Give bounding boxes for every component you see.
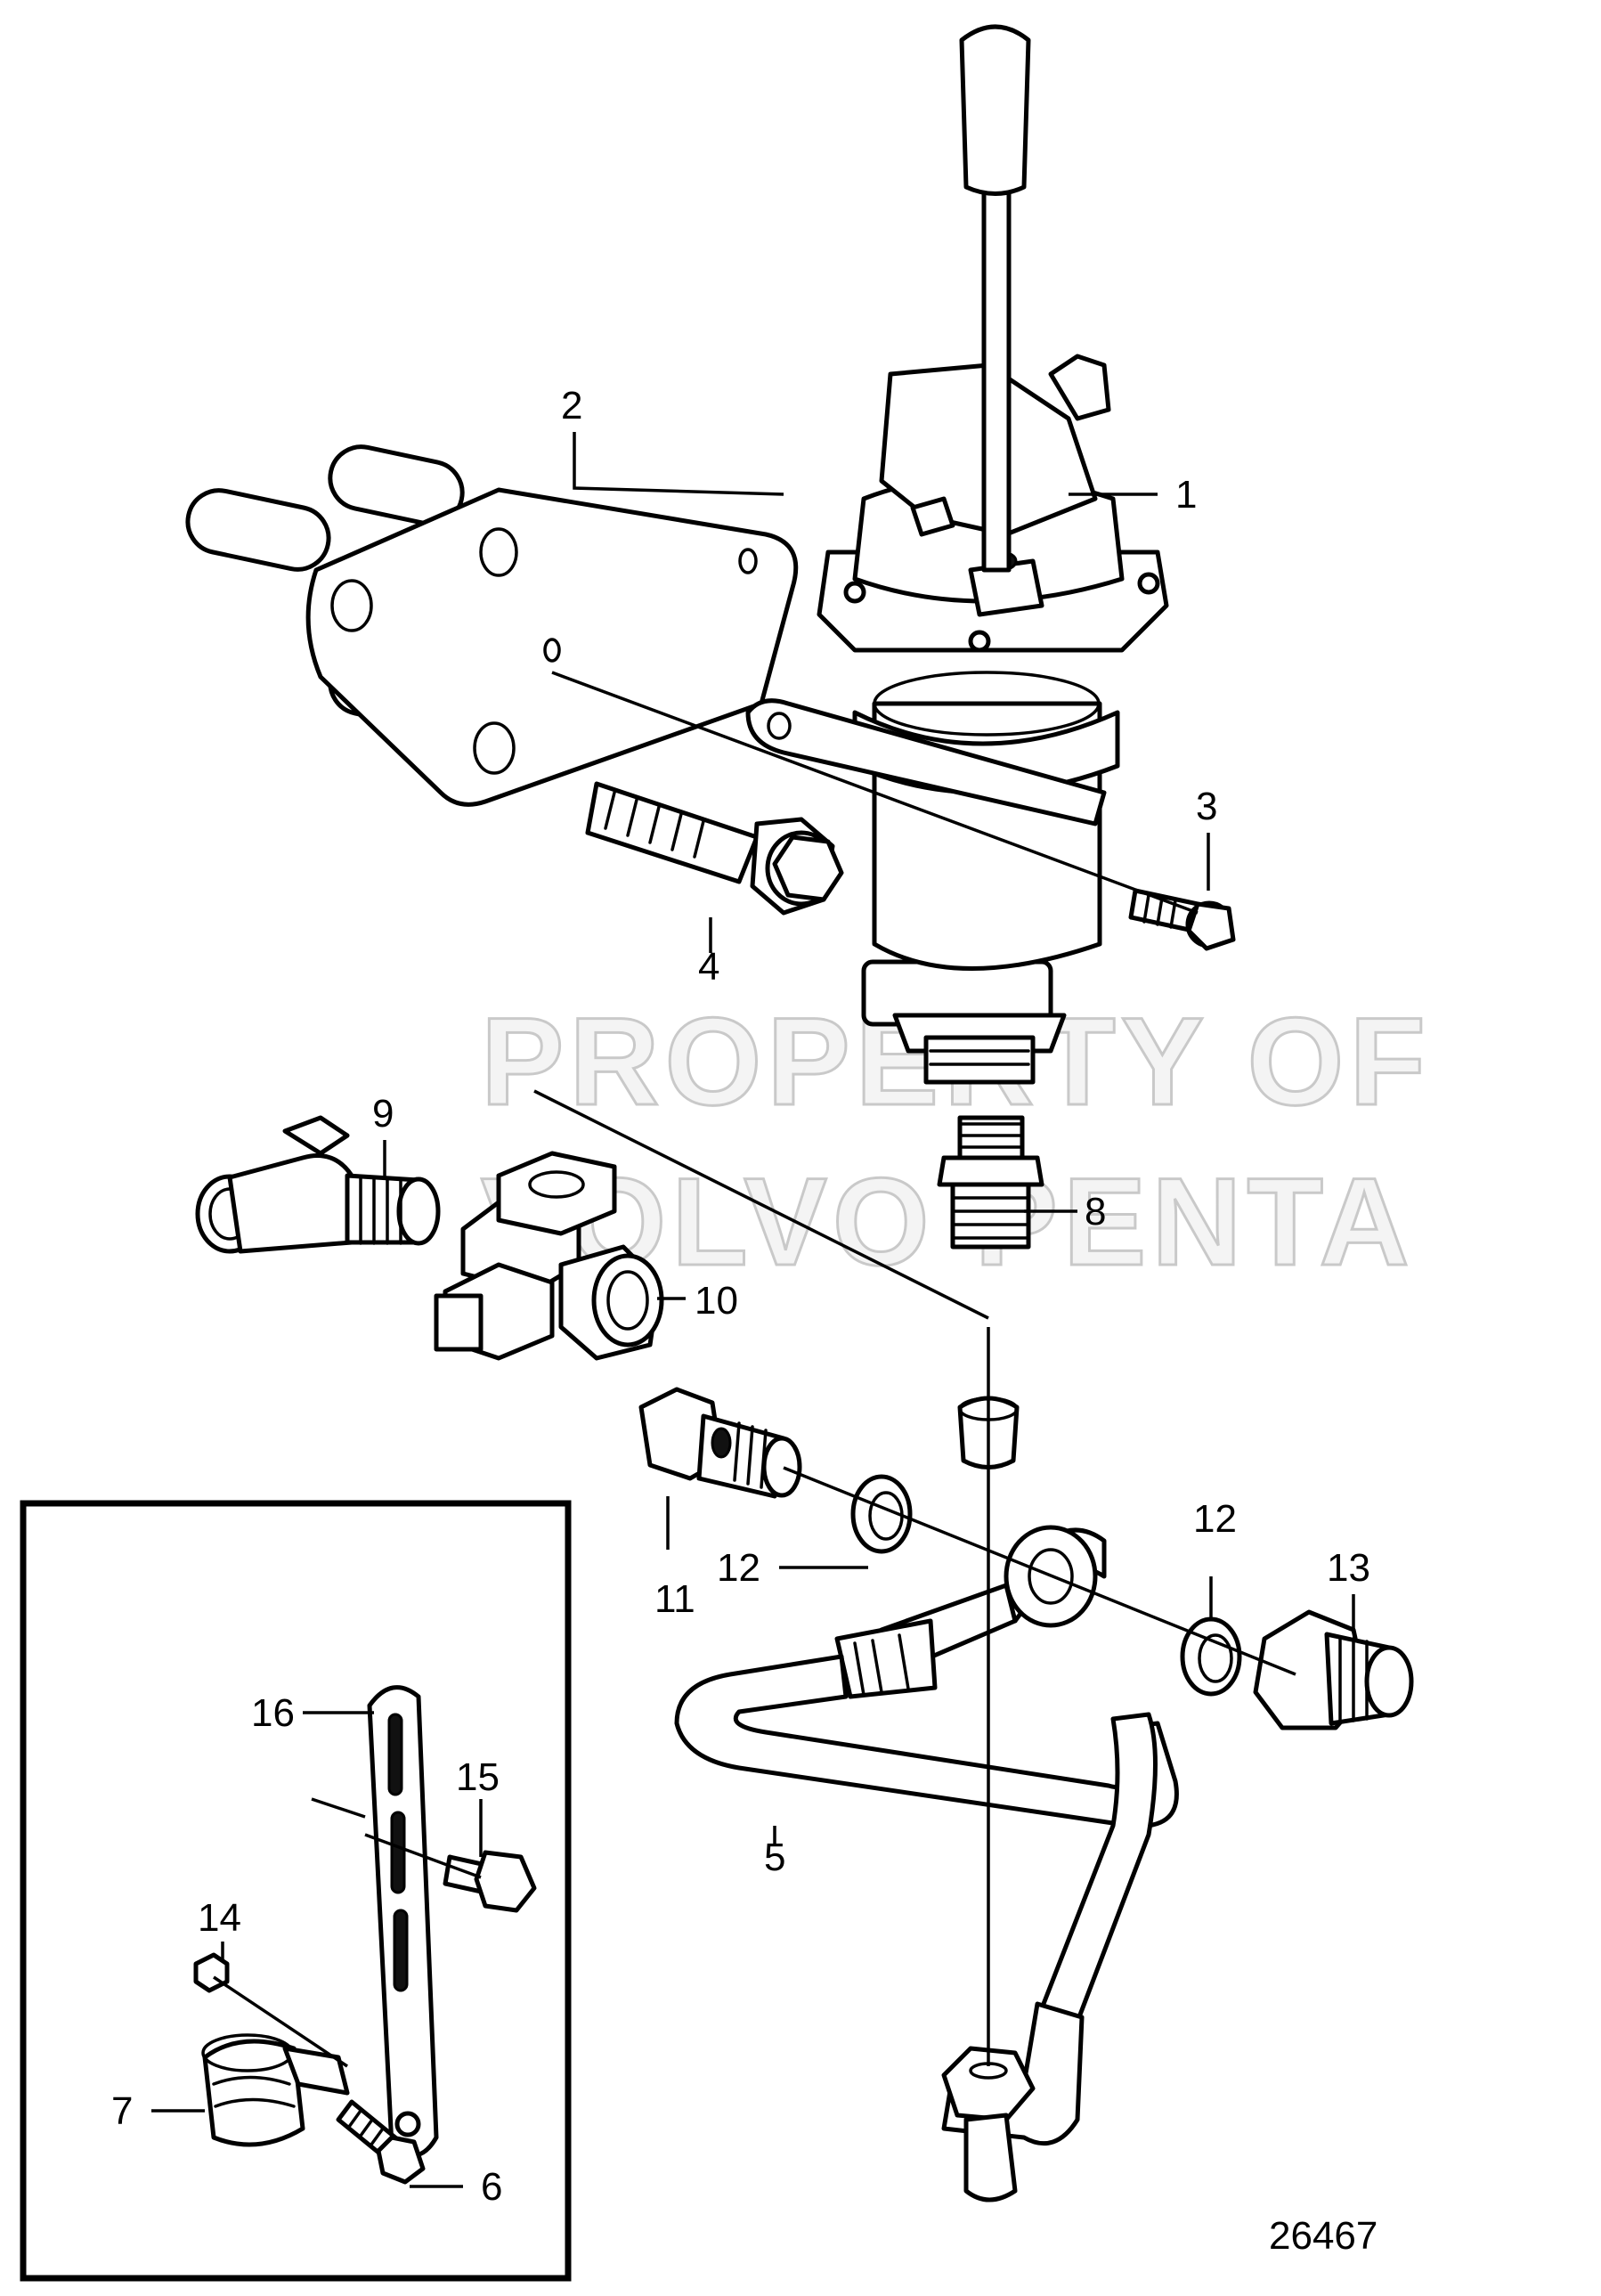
callout-5: 5 xyxy=(764,1836,785,1879)
callout-12-right: 12 xyxy=(1193,1497,1237,1541)
clamp-bolt xyxy=(336,2099,426,2185)
washer-right xyxy=(1180,1616,1242,1697)
callout-10: 10 xyxy=(695,1279,738,1323)
callout-14: 14 xyxy=(198,1896,241,1940)
fuel-pipe xyxy=(674,1525,1179,2202)
callout-13: 13 xyxy=(1327,1546,1370,1590)
plug xyxy=(1253,1609,1414,1730)
washer-left xyxy=(850,1474,913,1554)
fuel-pump xyxy=(745,24,1169,1085)
leader-lines xyxy=(151,432,1355,2188)
nipple-adapter xyxy=(937,1115,1044,1250)
callout-2: 2 xyxy=(561,384,582,427)
figure-number: 26467 xyxy=(1269,2214,1378,2258)
long-bolt xyxy=(585,781,844,916)
callout-1: 1 xyxy=(1175,473,1197,517)
mounting-bracket xyxy=(185,444,799,807)
callout-labels: 1 2 3 4 5 6 7 8 9 10 11 12 12 13 14 15 1… xyxy=(111,384,1370,2209)
callout-7: 7 xyxy=(111,2089,133,2133)
banjo-bolt xyxy=(638,1387,802,1499)
callout-12-left: 12 xyxy=(717,1546,760,1590)
callout-9: 9 xyxy=(372,1092,394,1136)
distribution-block xyxy=(434,1151,664,1361)
callout-16: 16 xyxy=(251,1691,295,1735)
callout-11: 11 xyxy=(654,1577,695,1621)
callout-15: 15 xyxy=(456,1755,500,1799)
inset-bolt xyxy=(443,1850,537,1913)
callout-6: 6 xyxy=(481,2165,502,2209)
slotted-strap xyxy=(367,1685,439,2158)
small-bolt xyxy=(1128,888,1236,951)
inset-frame xyxy=(20,1500,572,2282)
elbow-fitting xyxy=(195,1115,441,1254)
hose-clamp xyxy=(201,2033,350,2147)
callout-4: 4 xyxy=(698,945,719,989)
callout-3: 3 xyxy=(1196,785,1217,828)
callout-8: 8 xyxy=(1085,1190,1106,1233)
small-nut xyxy=(193,1952,230,1993)
